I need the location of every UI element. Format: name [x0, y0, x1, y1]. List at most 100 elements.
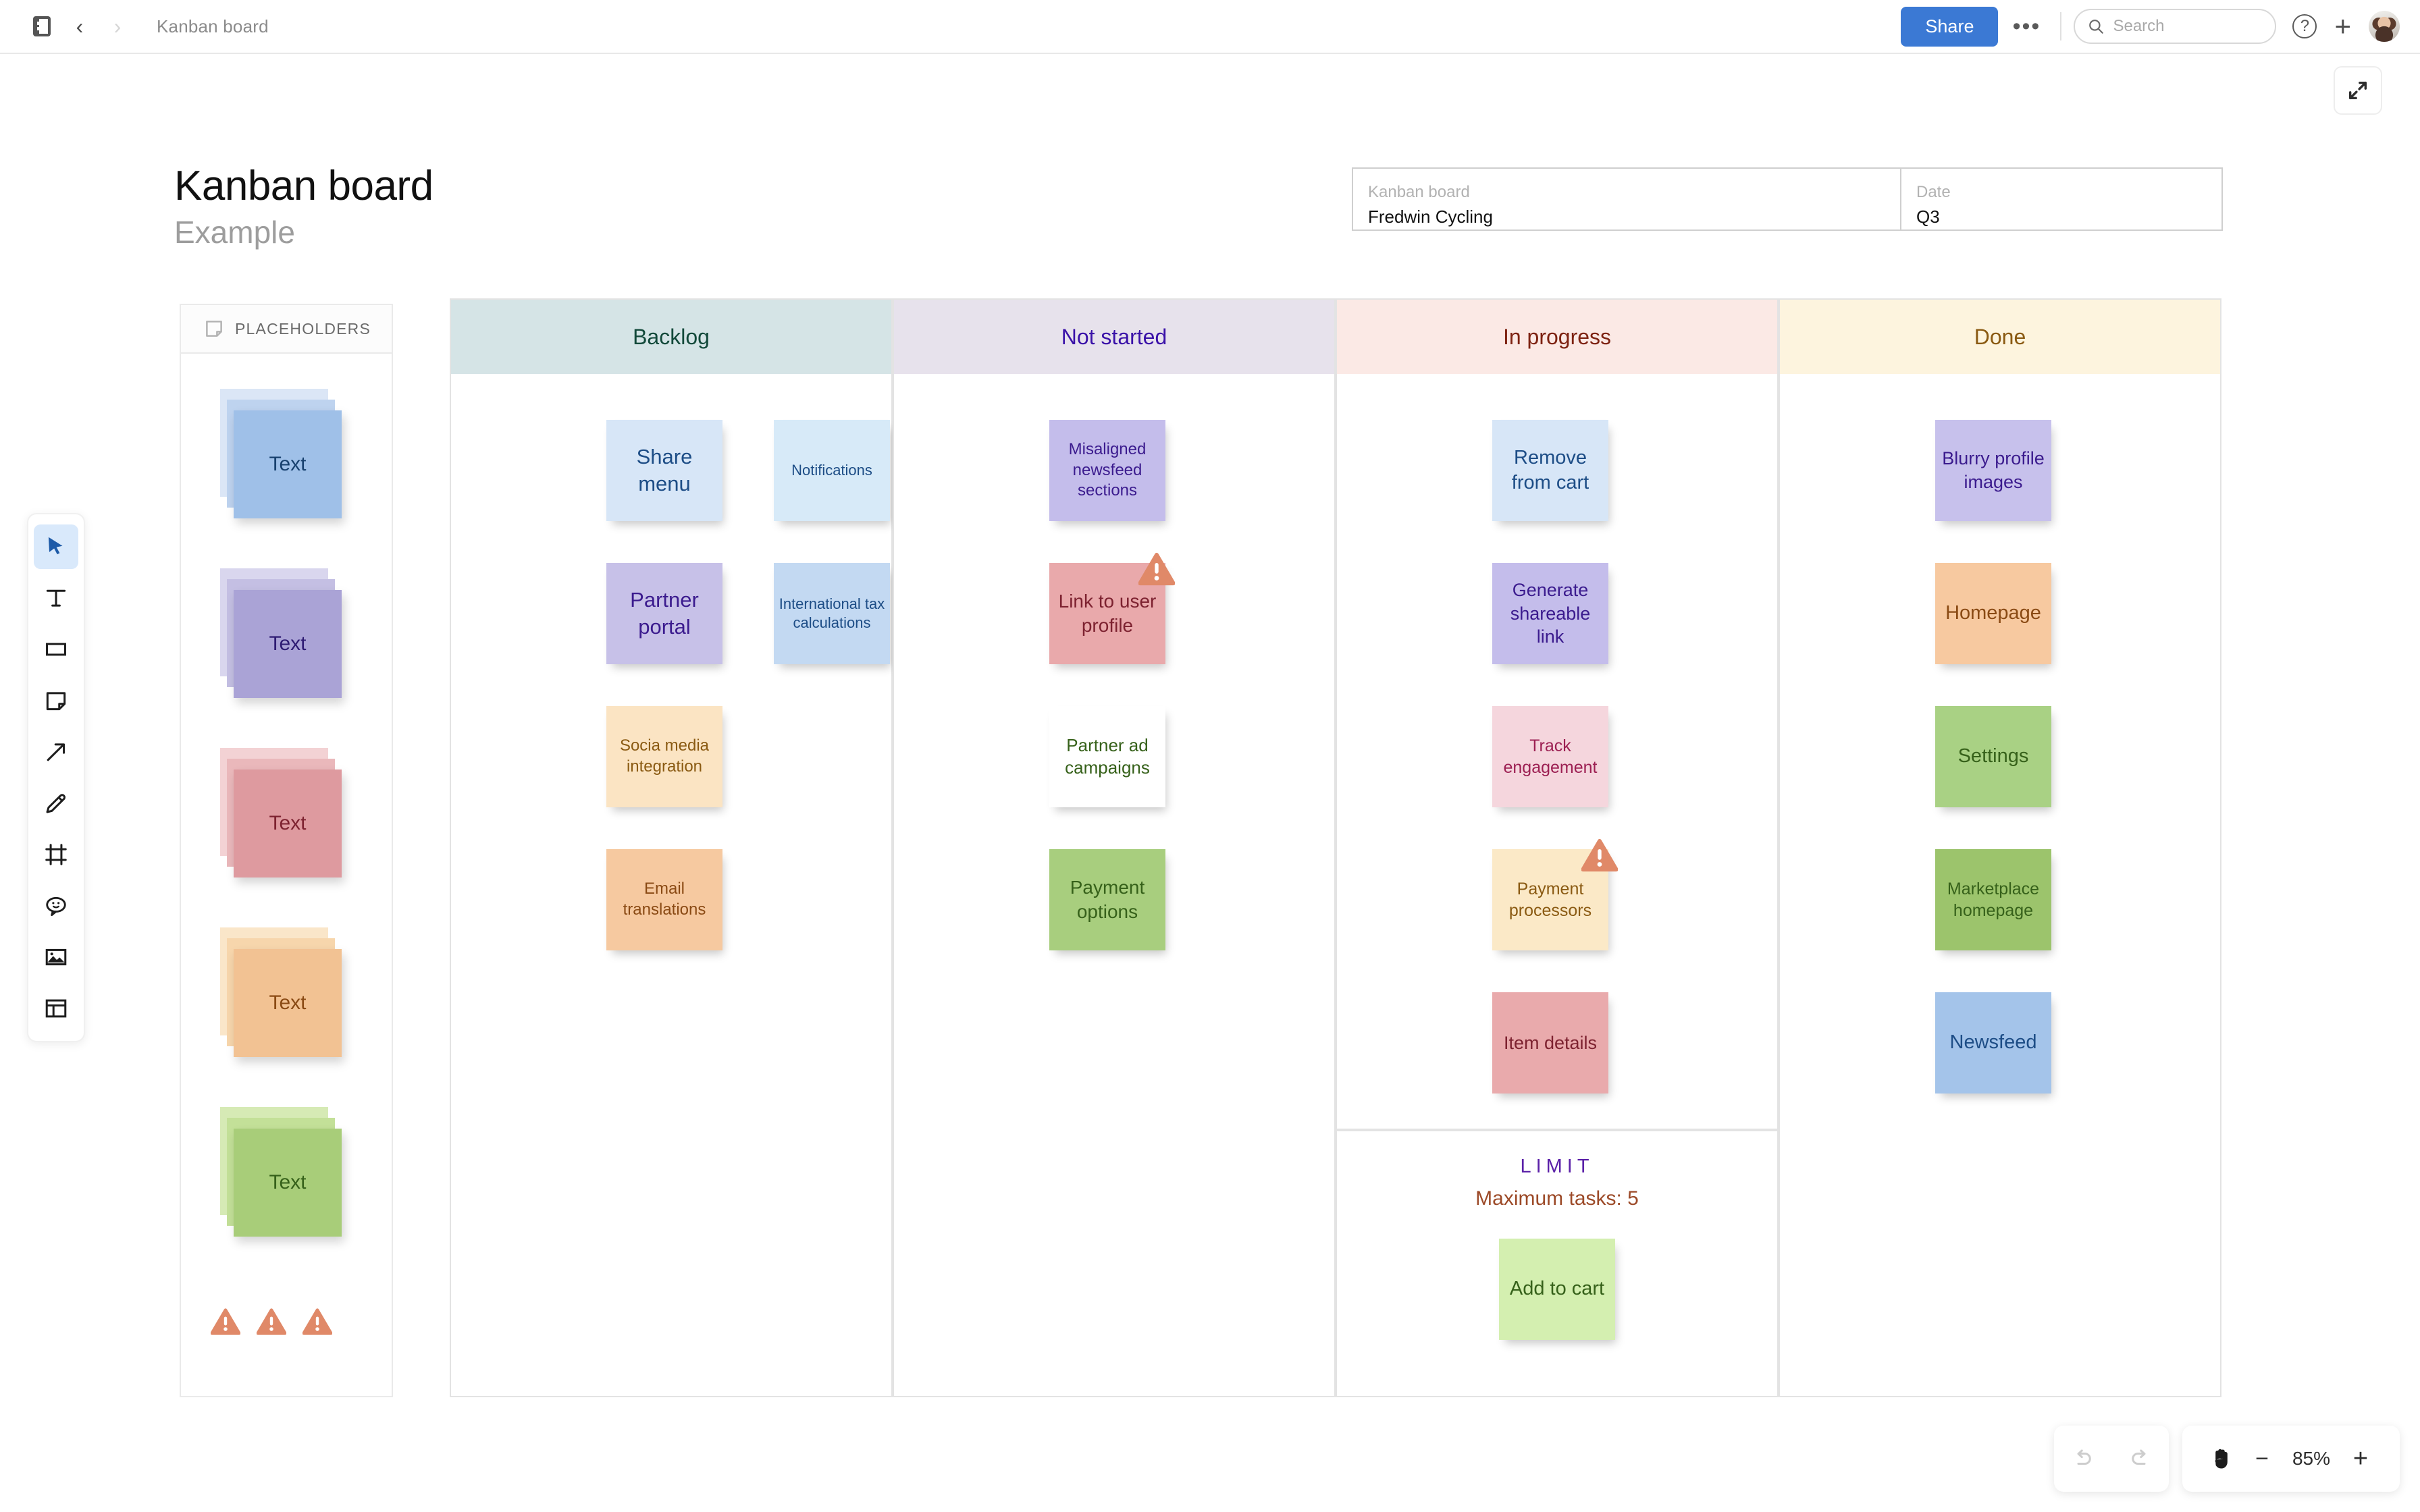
panel-toggle-button[interactable]: [23, 7, 61, 45]
zoom-in-button[interactable]: +: [2352, 1444, 2369, 1473]
share-button[interactable]: Share: [1901, 6, 1999, 47]
redo-button[interactable]: [2120, 1438, 2161, 1479]
hand-icon: [2215, 1449, 2228, 1469]
sticky-note-icon: [206, 321, 222, 337]
arrow-icon: [47, 743, 65, 761]
toolbar-divider: [2060, 12, 2062, 40]
sticky-note[interactable]: Partner portal: [606, 563, 722, 664]
column-header-backlog[interactable]: Backlog: [451, 300, 891, 374]
tool-pen[interactable]: [34, 781, 78, 826]
sticky-note[interactable]: Track engagement: [1492, 706, 1608, 807]
select-cursor-icon: [48, 537, 63, 555]
sticky-note[interactable]: Partner ad campaigns: [1049, 706, 1165, 807]
tool-template[interactable]: [34, 986, 78, 1031]
column-header-done[interactable]: Done: [1780, 300, 2220, 374]
warning-icon: [257, 1308, 286, 1335]
forward-button[interactable]: ›: [99, 7, 136, 45]
info-cell-date[interactable]: Date Q3: [1901, 169, 2221, 230]
tool-rectangle[interactable]: [34, 627, 78, 672]
tool-sticky-note[interactable]: [34, 678, 78, 723]
sticky-note[interactable]: Generate shareable link: [1492, 563, 1608, 664]
placeholder-label: Text: [269, 632, 307, 655]
warning-badge[interactable]: [302, 1307, 332, 1336]
sticky-note[interactable]: Settings: [1935, 706, 2051, 807]
placeholder-stack[interactable]: Text: [220, 927, 342, 1057]
help-icon[interactable]: ?: [2292, 14, 2317, 38]
note-warning-badge[interactable]: [1581, 837, 1618, 873]
page-subtitle: Example: [174, 215, 295, 250]
comment-icon: [46, 896, 66, 917]
info-label-board: Kanban board: [1368, 183, 1470, 201]
avatar[interactable]: [2369, 11, 2400, 42]
placeholder-label: Text: [269, 812, 307, 834]
search-placeholder-text: Search: [2113, 17, 2165, 35]
search-icon: [2089, 20, 2104, 34]
sticky-note[interactable]: Notifications: [774, 420, 890, 521]
zoom-control-group: − 85% +: [2182, 1426, 2400, 1492]
breadcrumb[interactable]: Kanban board: [157, 16, 269, 36]
info-label-date: Date: [1916, 183, 1951, 201]
warning-icon: [211, 1308, 240, 1335]
pen-icon: [46, 794, 65, 813]
sticky-note[interactable]: Blurry profile images: [1935, 420, 2051, 521]
tool-text[interactable]: [34, 576, 78, 620]
warning-badge[interactable]: [257, 1307, 286, 1336]
tool-select-cursor[interactable]: [34, 524, 78, 569]
sticky-note[interactable]: Homepage: [1935, 563, 2051, 664]
sticky-note[interactable]: Add to cart: [1499, 1239, 1615, 1340]
placeholders-header: PLACEHOLDERS: [181, 305, 392, 354]
fullscreen-button[interactable]: [2334, 66, 2382, 115]
undo-button[interactable]: [2062, 1438, 2103, 1479]
tool-arrow[interactable]: [34, 730, 78, 774]
sticky-note-icon: [46, 692, 66, 711]
sticky-note[interactable]: International tax calculations: [774, 563, 890, 664]
info-value-date: Q3: [1916, 207, 1940, 227]
search-input[interactable]: Search: [2074, 9, 2277, 44]
sticky-note[interactable]: Marketplace homepage: [1935, 849, 2051, 950]
placeholder-stack[interactable]: Text: [220, 568, 342, 698]
undo-redo-group: [2054, 1426, 2169, 1492]
sticky-note[interactable]: Email translations: [606, 849, 722, 950]
sticky-note[interactable]: Link to user profile: [1049, 563, 1165, 664]
back-button[interactable]: ‹: [61, 7, 99, 45]
topbar-right-group: Share ••• Search ? +: [1901, 6, 2420, 47]
sticky-note[interactable]: Socia media integration: [606, 706, 722, 807]
placeholder-stack[interactable]: Text: [220, 748, 342, 878]
column-header-not-started[interactable]: Not started: [894, 300, 1334, 374]
frame-icon: [45, 844, 67, 865]
add-icon[interactable]: +: [2334, 10, 2351, 42]
warning-icon: [1138, 552, 1175, 586]
info-value-board: Fredwin Cycling: [1368, 207, 1493, 227]
chevron-right-icon: ›: [113, 14, 122, 38]
limit-subtitle: Maximum tasks: 5: [1475, 1187, 1639, 1210]
sticky-note[interactable]: Payment options: [1049, 849, 1165, 950]
placeholder-stack[interactable]: Text: [220, 1107, 342, 1237]
placeholder-stack[interactable]: Text: [220, 389, 342, 518]
rectangle-icon: [46, 643, 66, 656]
zoom-out-button[interactable]: −: [2255, 1445, 2269, 1472]
sticky-note[interactable]: Newsfeed: [1935, 992, 2051, 1094]
hand-tool-button[interactable]: [2201, 1438, 2242, 1479]
sticky-note[interactable]: Share menu: [606, 420, 722, 521]
note-warning-badge[interactable]: [1138, 551, 1175, 587]
warning-icon: [1581, 838, 1618, 872]
warning-badge[interactable]: [211, 1307, 240, 1336]
sticky-note[interactable]: Remove from cart: [1492, 420, 1608, 521]
tool-image[interactable]: [34, 935, 78, 979]
text-icon: [46, 589, 66, 607]
sticky-note[interactable]: Misaligned newsfeed sections: [1049, 420, 1165, 521]
info-cell-board[interactable]: Kanban board Fredwin Cycling: [1353, 169, 1901, 230]
column-header-in-progress[interactable]: In progress: [1337, 300, 1777, 374]
sticky-note[interactable]: Item details: [1492, 992, 1608, 1094]
tool-frame[interactable]: [34, 832, 78, 877]
more-options-button[interactable]: •••: [2012, 13, 2041, 39]
tool-comment[interactable]: [34, 884, 78, 928]
stack-layer-front: [234, 410, 342, 518]
